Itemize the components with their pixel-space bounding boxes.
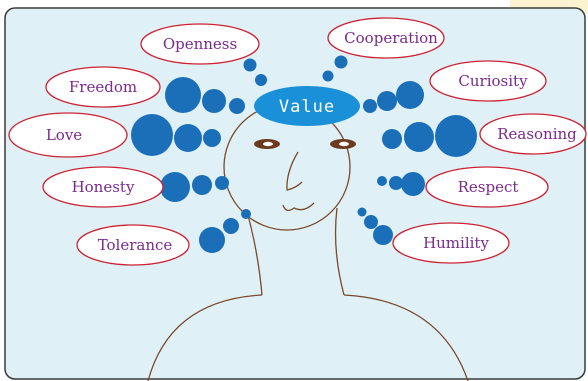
- bubble: [382, 129, 402, 149]
- value-label-text: Reasoning: [497, 125, 577, 143]
- value-label-respect: Respect: [425, 166, 549, 208]
- bubble: [243, 58, 257, 72]
- bubble: [377, 176, 387, 186]
- bubble: [373, 225, 393, 245]
- value-label-text: Honesty: [72, 178, 135, 196]
- bubble: [241, 209, 251, 219]
- value-label-freedom: Freedom: [45, 66, 161, 108]
- value-label-oval: [8, 112, 128, 158]
- bubble: [322, 70, 334, 82]
- value-label-oval: [76, 224, 190, 266]
- bubble: [255, 74, 267, 86]
- value-label-text: Respect: [458, 178, 519, 196]
- value-label-text: Openness: [163, 35, 237, 53]
- value-label-openness: Openness: [140, 23, 260, 65]
- figure-neck-right: [334, 207, 345, 296]
- value-label-oval: [327, 17, 445, 59]
- value-label-love: Love: [8, 112, 128, 158]
- value-label-text: Tolerance: [98, 236, 173, 254]
- figure-nose: [286, 151, 303, 191]
- value-label-oval: [42, 166, 164, 208]
- bubble: [229, 98, 245, 114]
- value-label-text: Humility: [423, 234, 489, 252]
- value-label-curiosity: Curiosity: [429, 60, 547, 102]
- bubble: [202, 89, 226, 113]
- value-label-oval: [479, 113, 587, 155]
- bubble: [334, 55, 348, 69]
- value-label-oval: [392, 222, 510, 264]
- thought-bubbles: [131, 55, 477, 253]
- value-label-honesty: Honesty: [42, 166, 164, 208]
- bubble: [401, 172, 425, 196]
- value-labels: Openness Cooperation Freedom Curiosity L…: [8, 17, 587, 266]
- bubble: [357, 207, 367, 217]
- bubble: [215, 176, 229, 190]
- value-label-reasoning: Reasoning: [479, 113, 587, 155]
- eye-left-highlight: [263, 141, 273, 147]
- bubble: [435, 115, 477, 157]
- bubble: [199, 227, 225, 253]
- bubble: [389, 176, 403, 190]
- value-badge: Value: [254, 86, 360, 126]
- value-label-humility: Humility: [392, 222, 510, 264]
- value-label-tolerance: Tolerance: [76, 224, 190, 266]
- value-label-oval: [45, 66, 161, 108]
- figure-mouth: [282, 202, 315, 212]
- bubble: [165, 77, 201, 113]
- value-label-text: Cooperation: [344, 29, 438, 47]
- eye-right-highlight: [339, 141, 349, 147]
- bubble: [174, 124, 202, 152]
- bubble: [363, 99, 377, 113]
- bubble: [223, 218, 239, 234]
- value-label-text: Freedom: [69, 78, 137, 96]
- value-label-oval: [140, 23, 260, 65]
- bubble: [131, 114, 173, 156]
- value-label-text: Love: [46, 126, 82, 144]
- bubble: [377, 91, 397, 111]
- value-label-text: Curiosity: [458, 72, 528, 90]
- bubble: [192, 175, 212, 195]
- bubble: [396, 81, 424, 109]
- figure-eyes: [254, 139, 356, 149]
- value-label-oval: [429, 60, 547, 102]
- bubble: [364, 215, 378, 229]
- bubble: [160, 172, 190, 202]
- value-badge-label: Value: [279, 97, 335, 117]
- value-label-oval: [425, 166, 549, 208]
- bubble: [203, 129, 221, 147]
- figure-shoulders: [147, 294, 469, 381]
- value-label-cooperation: Cooperation: [327, 17, 445, 59]
- bubble: [404, 122, 434, 152]
- value-badge-ellipse: [254, 86, 360, 126]
